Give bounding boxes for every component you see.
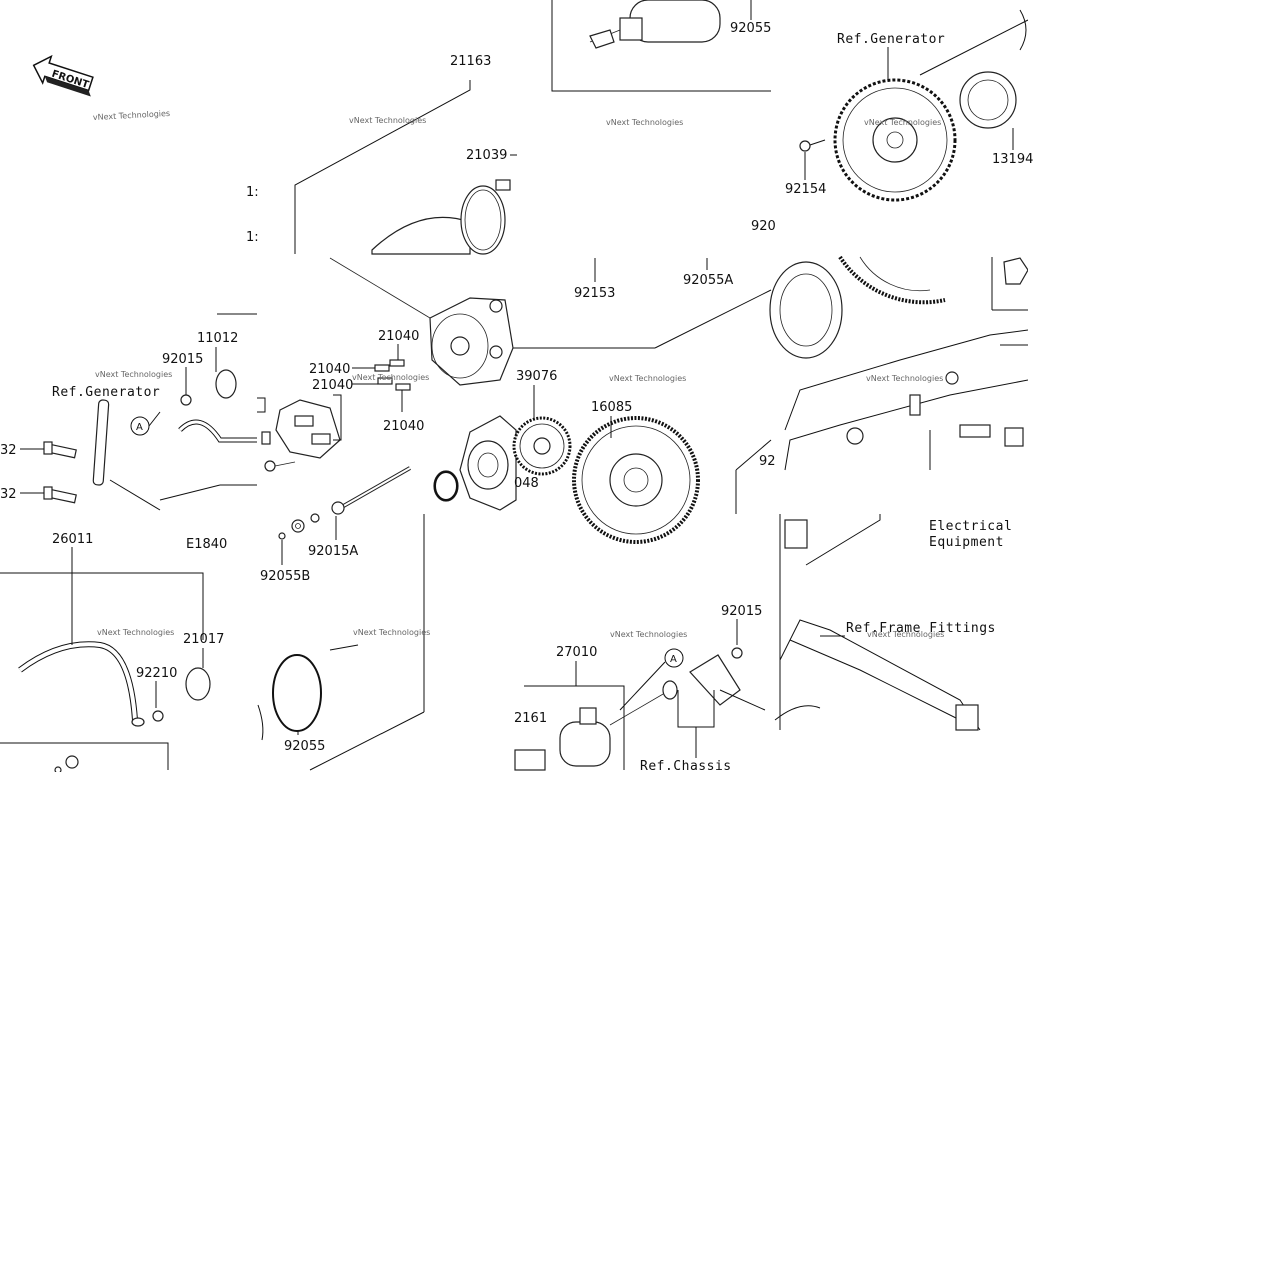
o-ring-large — [272, 654, 322, 732]
ref-generator-top: Ref.Generator — [837, 32, 945, 47]
label-27010: 27010 — [556, 645, 597, 660]
svg-text:vNext Technologies: vNext Technologies — [606, 118, 683, 127]
label-13194: 13194 — [992, 152, 1033, 167]
reference-labels: Ref.Generator Ref.Generator Electrical E… — [52, 32, 1012, 774]
svg-text:A: A — [136, 422, 143, 433]
label-92015-left: 92015 — [162, 352, 203, 367]
svg-text:vNext Technologies: vNext Technologies — [95, 370, 172, 379]
starter-relay — [514, 647, 766, 771]
frame-body — [784, 329, 1029, 471]
label-39076: 39076 — [516, 369, 557, 384]
label-13-b: 1: — [246, 230, 259, 245]
starter-motor-shaft — [589, 0, 721, 49]
svg-text:vNext Technologies: vNext Technologies — [866, 374, 943, 383]
svg-text:A: A — [670, 654, 677, 665]
svg-text:vNext Technologies: vNext Technologies — [867, 630, 944, 639]
svg-text:vNext Technologies: vNext Technologies — [97, 628, 174, 637]
label-92153: 92153 — [574, 286, 615, 301]
svg-text:vNext Technologies: vNext Technologies — [609, 374, 686, 383]
label-13-a: 1: — [246, 185, 259, 200]
flywheel-ring-gear — [769, 255, 1029, 359]
brush-holder — [257, 394, 342, 472]
front-arrow-icon: FRONT — [32, 54, 94, 97]
svg-text:vNext Technologies: vNext Technologies — [93, 109, 171, 122]
ref-electrical-equipment-1: Electrical — [929, 519, 1012, 534]
mounting-bolts — [20, 441, 77, 504]
label-21017: 21017 — [183, 632, 224, 647]
o-ring-small — [434, 471, 458, 501]
label-92-right: 92 — [759, 454, 776, 469]
part-number-labels: 21163 21039 92055 13194 92154 92153 9205… — [0, 21, 1033, 754]
label-920: 920 — [751, 219, 776, 234]
battery-ground-cable — [18, 369, 257, 774]
label-92055-top: 92055 — [730, 21, 771, 36]
svg-text:vNext Technologies: vNext Technologies — [349, 116, 426, 125]
ref-frame-fittings: Ref.Frame Fittings — [846, 621, 996, 636]
idler-gear — [512, 416, 572, 476]
label-21040-c: 21040 — [312, 378, 353, 393]
label-21039: 21039 — [466, 148, 507, 163]
label-92154: 92154 — [785, 182, 826, 197]
ref-generator-left: Ref.Generator — [52, 385, 160, 400]
diagram-code: E1840 — [186, 537, 227, 552]
callout-a-right: A — [619, 648, 684, 711]
label-21040-b: 21040 — [309, 362, 350, 377]
callout-a-left: A — [130, 411, 161, 436]
label-32-b: 32 — [0, 487, 17, 502]
label-16085: 16085 — [591, 400, 632, 415]
starter-end-cover — [329, 257, 514, 386]
starter-yoke — [371, 179, 511, 255]
label-32-a: 32 — [0, 443, 17, 458]
svg-text:vNext Technologies: vNext Technologies — [353, 628, 430, 637]
generator-rotor — [799, 9, 1027, 202]
label-21040-d: 21040 — [383, 419, 424, 434]
label-92015-right: 92015 — [721, 604, 762, 619]
label-92055B: 92055B — [260, 569, 310, 584]
watermarks: vNext Technologies vNext Technologies vN… — [93, 109, 945, 639]
label-21163: 21163 — [450, 54, 491, 69]
label-92015A: 92015A — [308, 544, 358, 559]
label-92055-mid: 92055 — [284, 739, 325, 754]
label-048: 048 — [514, 476, 539, 491]
frame-fittings-lower — [774, 519, 981, 731]
svg-text:vNext Technologies: vNext Technologies — [864, 118, 941, 127]
label-26011: 26011 — [52, 532, 93, 547]
svg-text:vNext Technologies: vNext Technologies — [352, 373, 429, 382]
label-2161: 2161 — [514, 711, 547, 726]
starter-clutch-gear — [572, 416, 700, 544]
ref-electrical-equipment-2: Equipment — [929, 535, 1004, 550]
brush-springs — [352, 344, 411, 412]
label-11012: 11012 — [197, 331, 238, 346]
svg-text:vNext Technologies: vNext Technologies — [610, 630, 687, 639]
ref-chassis: Ref.Chassis — [640, 759, 732, 774]
label-21040-a: 21040 — [378, 329, 419, 344]
starter-front-bracket — [433, 415, 517, 511]
label-92210: 92210 — [136, 666, 177, 681]
leader-lines — [71, 0, 1014, 758]
through-bolt — [278, 466, 411, 540]
label-92055A: 92055A — [683, 273, 733, 288]
